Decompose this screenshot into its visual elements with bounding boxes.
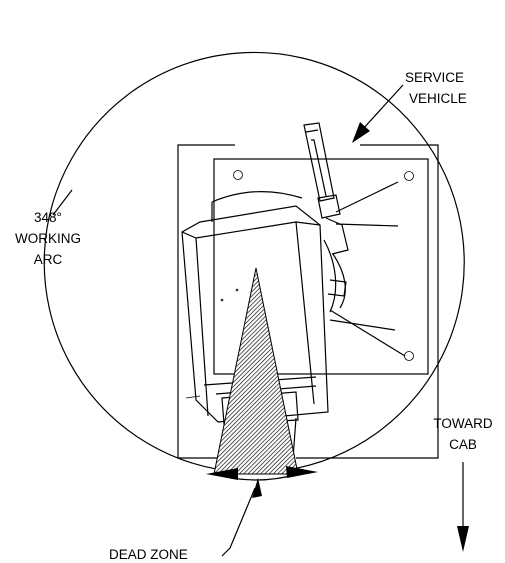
dead-zone-right-arrowhead	[286, 466, 318, 478]
dead-zone-label: DEAD ZONE	[109, 547, 188, 562]
toward-cab-arrowhead	[457, 526, 469, 552]
toward-cab-label-line1: TOWARD	[433, 416, 492, 431]
toward-cab-label-line2: CAB	[449, 437, 477, 452]
dead-zone-wedge	[213, 267, 299, 475]
service-vehicle-label-line1: SERVICE	[405, 70, 464, 85]
dead-zone-leader-arrowhead	[252, 478, 262, 498]
dead-zone-leader	[221, 487, 256, 557]
turntable-base-plate	[213, 158, 429, 375]
service-vehicle-arrowhead	[352, 122, 370, 143]
base-bolt-top-left	[233, 170, 243, 180]
dead-zone-left-arrowhead	[206, 468, 238, 480]
brace-lines	[329, 181, 406, 357]
service-vehicle-label-line2: VEHICLE	[409, 91, 467, 106]
base-bolt-top-right	[404, 171, 414, 181]
working-arc-leader	[52, 189, 73, 216]
base-bolt-bottom-right	[404, 351, 414, 361]
service-vehicle-leader	[361, 84, 404, 131]
working-arc-label-line3: ARC	[34, 252, 63, 267]
crane-boom	[303, 122, 349, 313]
service-vehicle-outline	[177, 144, 439, 459]
working-arc-label-line2: WORKING	[15, 231, 81, 246]
working-arc-circle	[43, 51, 465, 473]
working-arc-label-line1: 348°	[34, 210, 62, 225]
